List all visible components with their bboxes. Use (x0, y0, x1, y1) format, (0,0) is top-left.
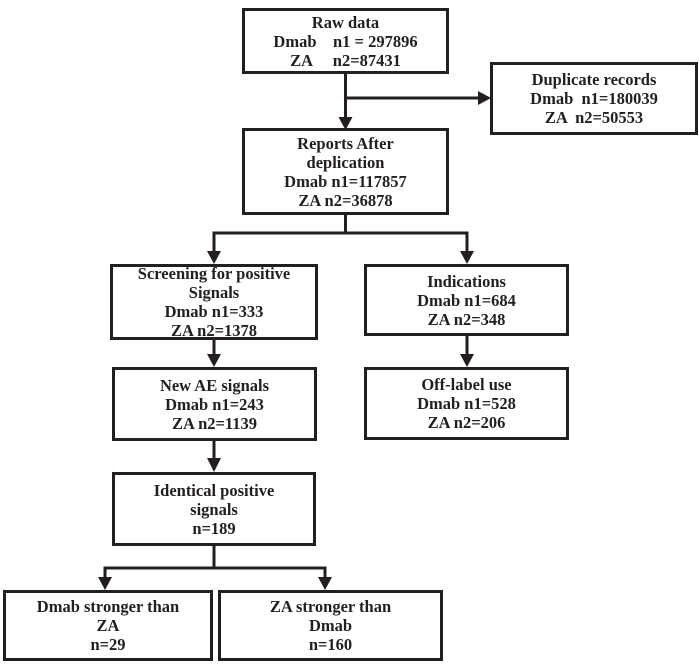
node-line: ZA n2=36878 (298, 190, 393, 210)
node-line: ZA n2=50553 (544, 108, 644, 127)
node-duplicate-records: Duplicate records Dmab n1=180039 ZA n2=5… (490, 62, 698, 135)
node-line: Dmab n1=243 (165, 394, 264, 414)
node-line: ZA n2=1378 (171, 321, 257, 340)
node-line: Reports After (297, 133, 394, 153)
arrowhead-identical-to-dmabstronger (98, 577, 112, 590)
arrowhead-raw-to-reports (338, 117, 353, 130)
node-line: Dmab (308, 616, 353, 635)
node-new-ae-signals: New AE signals Dmab n1=243 ZA n2=1139 (112, 367, 317, 441)
node-line: Dmab n1=684 (417, 290, 516, 310)
arrowhead-reports-to-indications (460, 251, 474, 264)
node-line: Screening for positive (137, 264, 291, 283)
node-line: n=160 (308, 635, 353, 654)
node-za-stronger: ZA stronger than Dmab n=160 (218, 590, 443, 661)
node-line: Identical positive (153, 480, 275, 500)
node-line: Off-label use (421, 375, 512, 394)
node-line: ZA n2=1139 (171, 413, 258, 433)
arrowhead-screening-to-newae (207, 354, 221, 367)
node-line: ZA stronger than (269, 597, 392, 616)
node-line: ZA n2=87431 (290, 50, 401, 70)
arrowhead-newae-to-identical (207, 458, 221, 472)
node-line: n=29 (90, 635, 126, 654)
node-line: n=189 (192, 518, 236, 538)
node-line: deplication (306, 152, 385, 172)
node-line: ZA n2=206 (427, 413, 506, 432)
node-dmab-stronger: Dmab stronger than ZA n=29 (3, 590, 213, 661)
node-line: Dmab stronger than (36, 597, 180, 616)
node-line: Duplicate records (531, 70, 657, 89)
node-line: signals (190, 499, 238, 519)
node-line: Indications (427, 271, 506, 291)
node-line: Dmab n1=117857 (284, 171, 407, 191)
node-line: Dmab n1=528 (417, 394, 516, 413)
arrowhead-indications-to-offlabel (460, 354, 474, 367)
node-reports-after-deplication: Reports After deplication Dmab n1=117857… (242, 128, 449, 215)
arrowhead-reports-to-screening (207, 251, 221, 264)
node-off-label-use: Off-label use Dmab n1=528 ZA n2=206 (364, 367, 569, 440)
node-indications: Indications Dmab n1=684 ZA n2=348 (364, 264, 569, 336)
node-line: Dmab n1 = 297896 (273, 31, 418, 51)
node-line: Dmab n1=333 (164, 302, 264, 321)
node-line: ZA (96, 616, 120, 635)
node-line: Raw data (311, 12, 380, 32)
arrowhead-raw-to-duplicates (478, 91, 491, 105)
node-raw-data: Raw data Dmab n1 = 297896 ZA n2=87431 (242, 8, 449, 74)
node-line: New AE signals (159, 375, 270, 395)
node-line: Signals (188, 283, 240, 302)
node-line: Dmab n1=180039 (530, 89, 658, 108)
node-line: ZA n2=348 (427, 309, 506, 329)
node-identical-positive-signals: Identical positive signals n=189 (112, 472, 316, 546)
arrowhead-identical-to-zastronger (318, 577, 332, 590)
node-screening-positive-signals: Screening for positive Signals Dmab n1=3… (110, 264, 318, 340)
